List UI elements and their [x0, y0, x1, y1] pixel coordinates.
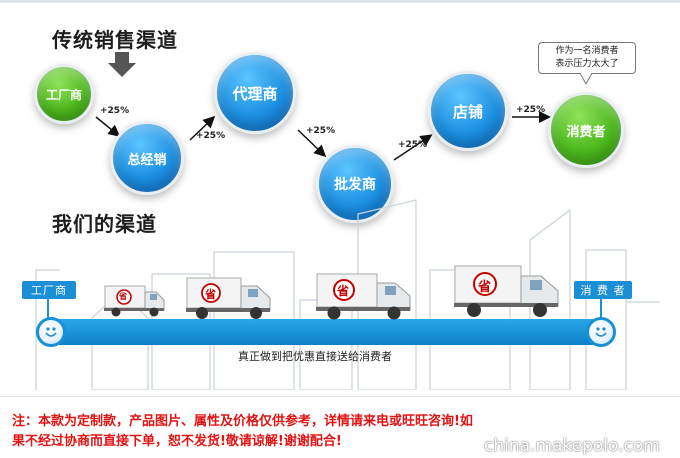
node-wholesaler: 批发商: [316, 145, 394, 223]
road-caption: 真正做到把优惠直接送给消费者: [238, 350, 392, 363]
truck-2: 省: [186, 274, 272, 320]
our-channel-heading: 我们的渠道: [52, 212, 157, 236]
down-arrow-icon: [108, 52, 136, 77]
truck-1: 省: [104, 282, 166, 318]
end-label-consumer: 消 费 者: [574, 281, 632, 299]
bubble-line-2: 表示压力太大了: [555, 59, 619, 69]
notice-divider: [0, 396, 680, 397]
markup-label-3: +25%: [306, 126, 336, 136]
markup-label-4: +25%: [398, 140, 428, 150]
end-pin: [600, 298, 602, 320]
node-factory: 工厂商: [34, 64, 94, 124]
truck-stamp-3: 省: [337, 284, 350, 298]
truck-4: 省: [454, 262, 560, 318]
markup-label-1: +25%: [100, 106, 130, 116]
start-label-factory: 工厂商: [22, 281, 76, 299]
truck-3: 省: [316, 270, 412, 320]
notice-line-1: 注：本款为定制款，产品图片、属性及价格仅供参考，详情请来电或旺旺咨询!如: [12, 414, 473, 429]
node-agent: 代理商: [214, 52, 296, 134]
watermark: china.makepolo.com: [484, 436, 660, 456]
delivery-road: [42, 319, 602, 345]
notice-line-2: 果不经过协商而直接下单，恕不发货!敬请谅解!谢谢配合!: [12, 434, 342, 449]
node-consumer: 消费者: [548, 92, 624, 168]
bubble-line-1: 作为一名消费者: [555, 46, 619, 56]
truck-stamp-2: 省: [205, 288, 216, 301]
bubble-tail: [580, 73, 593, 85]
truck-stamp-1: 省: [119, 292, 127, 301]
end-smiley-icon: [586, 317, 616, 347]
start-smiley-icon: [36, 317, 66, 347]
markup-label-2: +25%: [196, 131, 226, 141]
top-divider: [0, 0, 680, 3]
flow-arrows: [95, 111, 551, 161]
start-pin: [47, 298, 49, 320]
node-general-distributor: 总经销: [110, 121, 184, 195]
consumer-speech-bubble: 作为一名消费者 表示压力太大了: [538, 42, 636, 74]
traditional-heading: 传统销售渠道: [52, 28, 178, 52]
markup-label-5: +25%: [516, 105, 546, 115]
truck-stamp-4: 省: [478, 280, 492, 295]
node-store: 店铺: [428, 71, 508, 151]
